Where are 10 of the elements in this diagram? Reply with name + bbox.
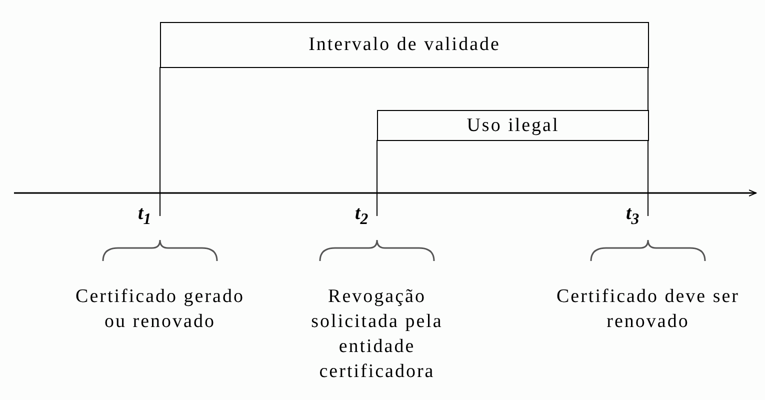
time-label: t$_{2}$ <box>355 203 368 229</box>
interval-label: Uso ilegal <box>466 114 560 136</box>
interval-box <box>377 110 649 141</box>
event-description: Certificado gerado ou renovado <box>74 285 246 334</box>
time-label: t$_{3}$ <box>626 203 640 229</box>
interval-box <box>160 22 649 68</box>
interval-label: Intervalo de validade <box>308 34 500 56</box>
time-label: t$_{1}$ <box>138 203 152 229</box>
event-description: Revogação solicitada pela entidade certificadora <box>310 285 444 384</box>
event-description: Certificado deve ser renovado <box>556 285 740 334</box>
